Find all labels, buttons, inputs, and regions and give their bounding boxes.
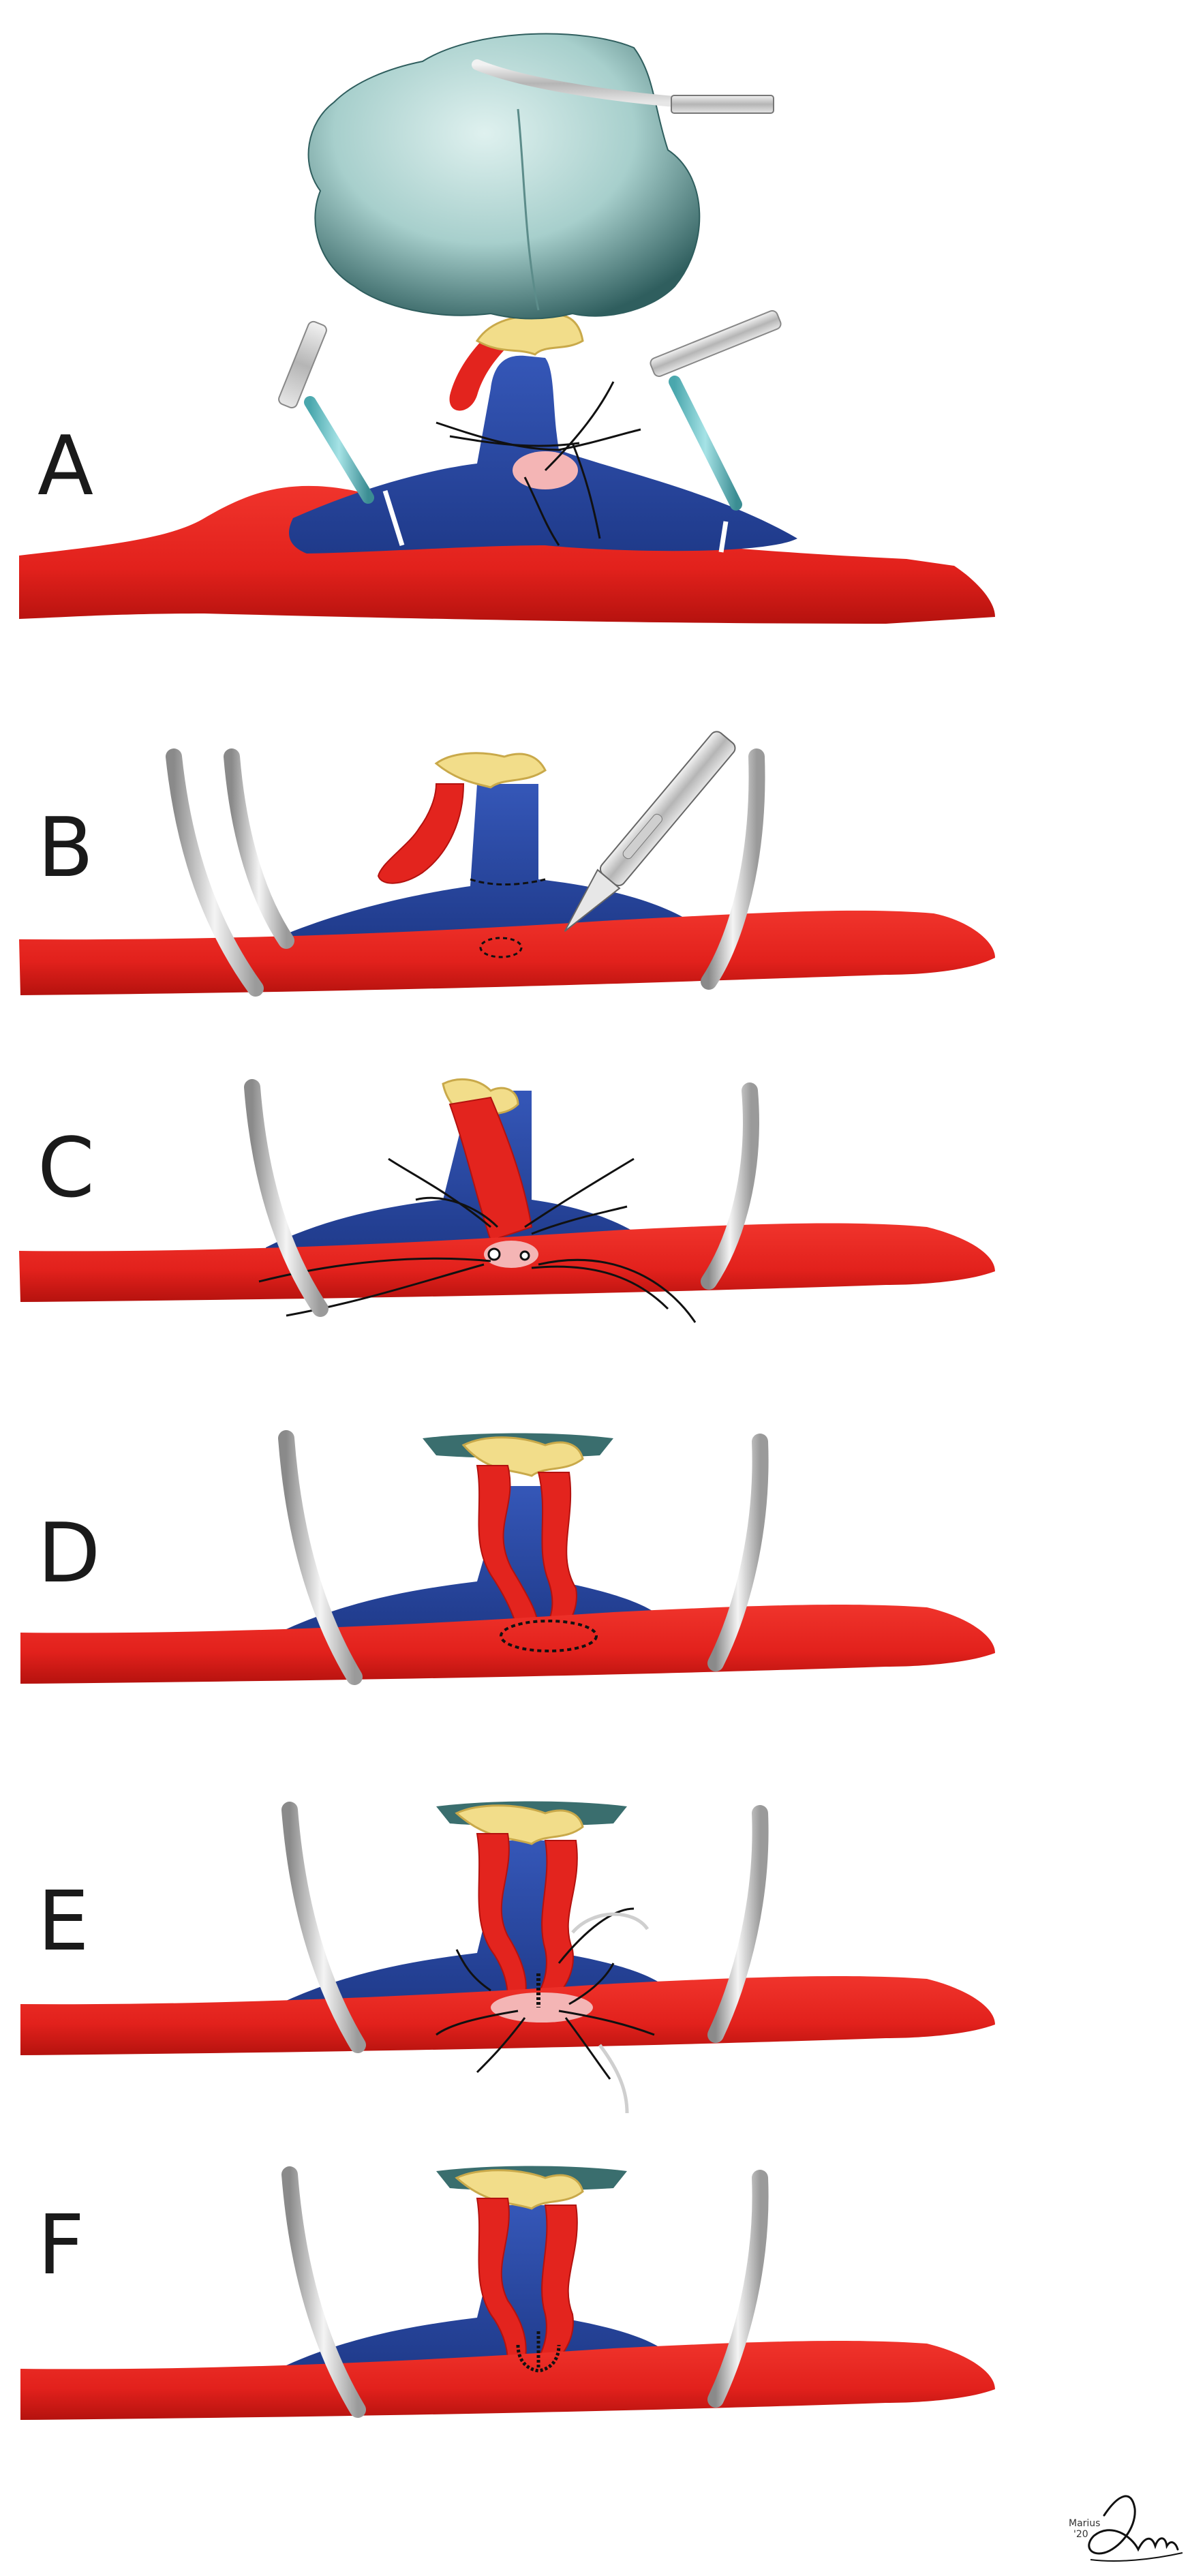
retractor-right-b <box>701 748 765 990</box>
panel-b: B <box>19 731 995 997</box>
renal-artery-b <box>377 783 465 884</box>
artery-b <box>19 910 995 995</box>
panel-d: D <box>20 1430 995 1685</box>
scalpel-b <box>564 731 736 932</box>
retractor-right-e <box>707 1805 769 2043</box>
top-clamp <box>472 59 774 114</box>
left-bulldog-clamp <box>278 320 374 504</box>
vein-c <box>266 1091 647 1258</box>
retractor-left-e <box>281 1802 366 2053</box>
anastomosis-d <box>500 1620 598 1652</box>
retractor-left-d <box>278 1430 363 1685</box>
retractor-left-c <box>244 1079 329 1317</box>
vein-e <box>286 1840 661 2007</box>
orifice-c <box>484 1241 538 1268</box>
orifice-e <box>491 1992 593 2022</box>
sutures-e <box>436 1907 655 2080</box>
hilar-fat-a <box>475 314 584 356</box>
vein-stump-suture-b <box>470 878 546 885</box>
retractor-right-c <box>701 1082 759 1290</box>
kidney-lobe-line <box>517 108 540 311</box>
signature-underline <box>1090 2552 1183 2562</box>
anchor-stitch-left <box>487 1247 501 1261</box>
panel-label-d: D <box>37 1506 100 1601</box>
panel-c: C <box>19 1078 995 1323</box>
retractor-left-f <box>281 2166 366 2418</box>
retractor-left-b <box>166 748 264 997</box>
signature-year: '20 <box>1073 2529 1088 2540</box>
artist-signature: Marius '20 <box>1069 2495 1183 2562</box>
panel-a: A <box>19 33 995 624</box>
donor-kidney-a <box>307 33 701 320</box>
vessel-loop-right <box>718 521 729 553</box>
retractor-right-f <box>707 2170 769 2408</box>
artery-a <box>19 485 995 624</box>
hilar-fat-b <box>434 752 547 789</box>
retractor-right-d <box>707 1434 769 1671</box>
artery-d <box>20 1605 995 1684</box>
panel-label-f: F <box>37 2198 85 2293</box>
sutures-a <box>436 381 641 546</box>
arteriotomy-mark-b <box>479 937 523 958</box>
renal-artery-c <box>448 1096 533 1242</box>
hilar-fat-e <box>455 1804 584 1845</box>
anchor-stitch-right <box>519 1250 530 1261</box>
panel-label-a: A <box>37 419 93 514</box>
completed-anastomosis-f <box>516 2344 561 2373</box>
needle-arc-e <box>571 1912 650 1934</box>
right-bulldog-clamp <box>650 309 782 511</box>
signature-scrawl <box>1088 2495 1179 2555</box>
artery-f <box>20 2341 995 2420</box>
signature-name: Marius <box>1069 2518 1100 2529</box>
panel-e: E <box>20 1801 995 2114</box>
panel-label-c: C <box>37 1121 95 1216</box>
hilar-fat-f <box>455 2169 584 2210</box>
panel-label-e: E <box>37 1875 89 1969</box>
needle-arc-2-e <box>598 2044 629 2114</box>
panel-label-b: B <box>37 801 93 896</box>
panel-f: F <box>20 2166 995 2420</box>
vessel-loop-left <box>382 489 405 547</box>
retractor-left-inner-b <box>224 748 294 949</box>
vein-f <box>286 2205 661 2372</box>
